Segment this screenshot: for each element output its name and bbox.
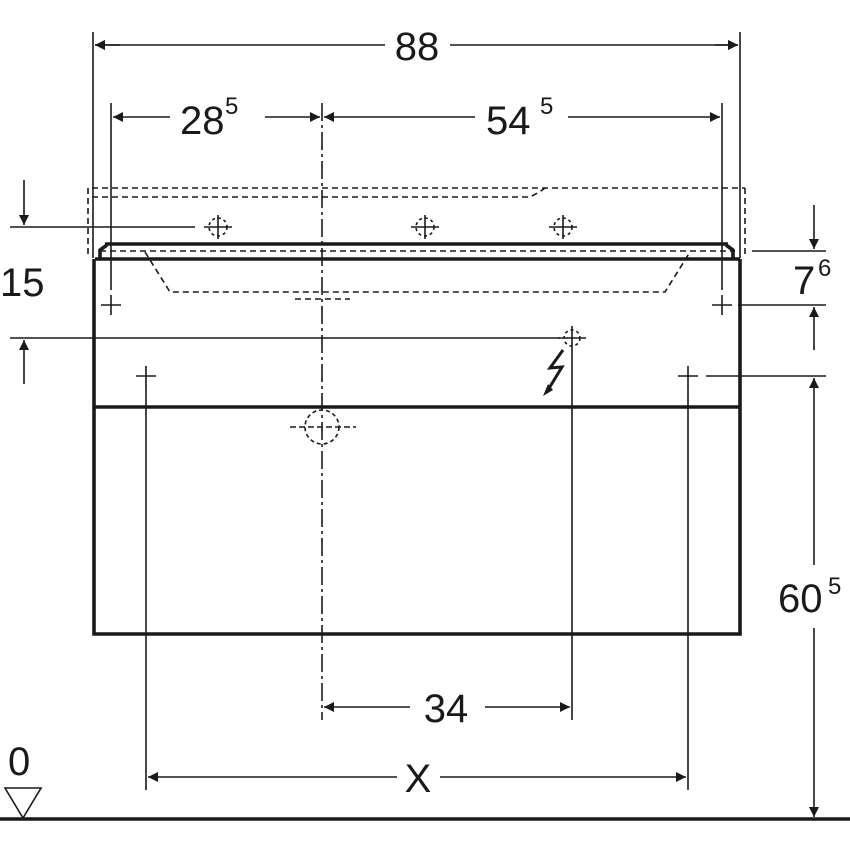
crosshair-icon [712,295,732,315]
dim-28-sup: 5 [225,93,238,120]
crosshair-icon [549,215,577,239]
crosshair-icon [678,366,698,386]
dim-60-sup: 5 [828,573,841,600]
dimension-left-height: 15 [0,180,560,384]
vanity-cabinet [92,259,742,636]
dim-15-label: 15 [0,261,45,305]
washbasin [95,242,740,300]
dimension-height-from-floor: 60 5 [706,375,841,817]
dimension-left-to-center: 28 5 [113,93,320,143]
crosshair-icon [558,326,586,350]
dim-54-sup: 5 [540,93,553,120]
electrical-lightning-icon [543,349,565,396]
floor-level: 0 [0,740,850,821]
floor-zero-label: 0 [8,740,30,784]
dimension-fixing-distance: X [148,757,686,801]
crosshair-icon [204,215,232,239]
crosshair-icon [411,215,439,239]
dim-60-label: 60 [778,577,823,621]
dimension-center-to-socket: 34 [324,687,570,731]
extension-lines [92,32,741,790]
washbasin-top-outline [87,187,746,255]
dim-7-label: 7 [793,259,815,303]
crosshair-icon [136,366,156,386]
dim-88-label: 88 [395,25,440,69]
crosshair-icon [101,295,121,315]
dim-54-label: 54 [486,99,531,143]
dimension-right-offset: 7 6 [738,205,831,350]
dimension-overall-width: 88 [95,25,738,69]
dim-28-label: 28 [180,99,225,143]
dimension-center-to-right: 54 5 [324,93,720,143]
dim-34-label: 34 [424,687,469,731]
dim-7-sup: 6 [818,255,831,282]
dim-x-label: X [405,757,432,801]
fixing-points [101,215,732,386]
drain-icon [290,409,356,445]
